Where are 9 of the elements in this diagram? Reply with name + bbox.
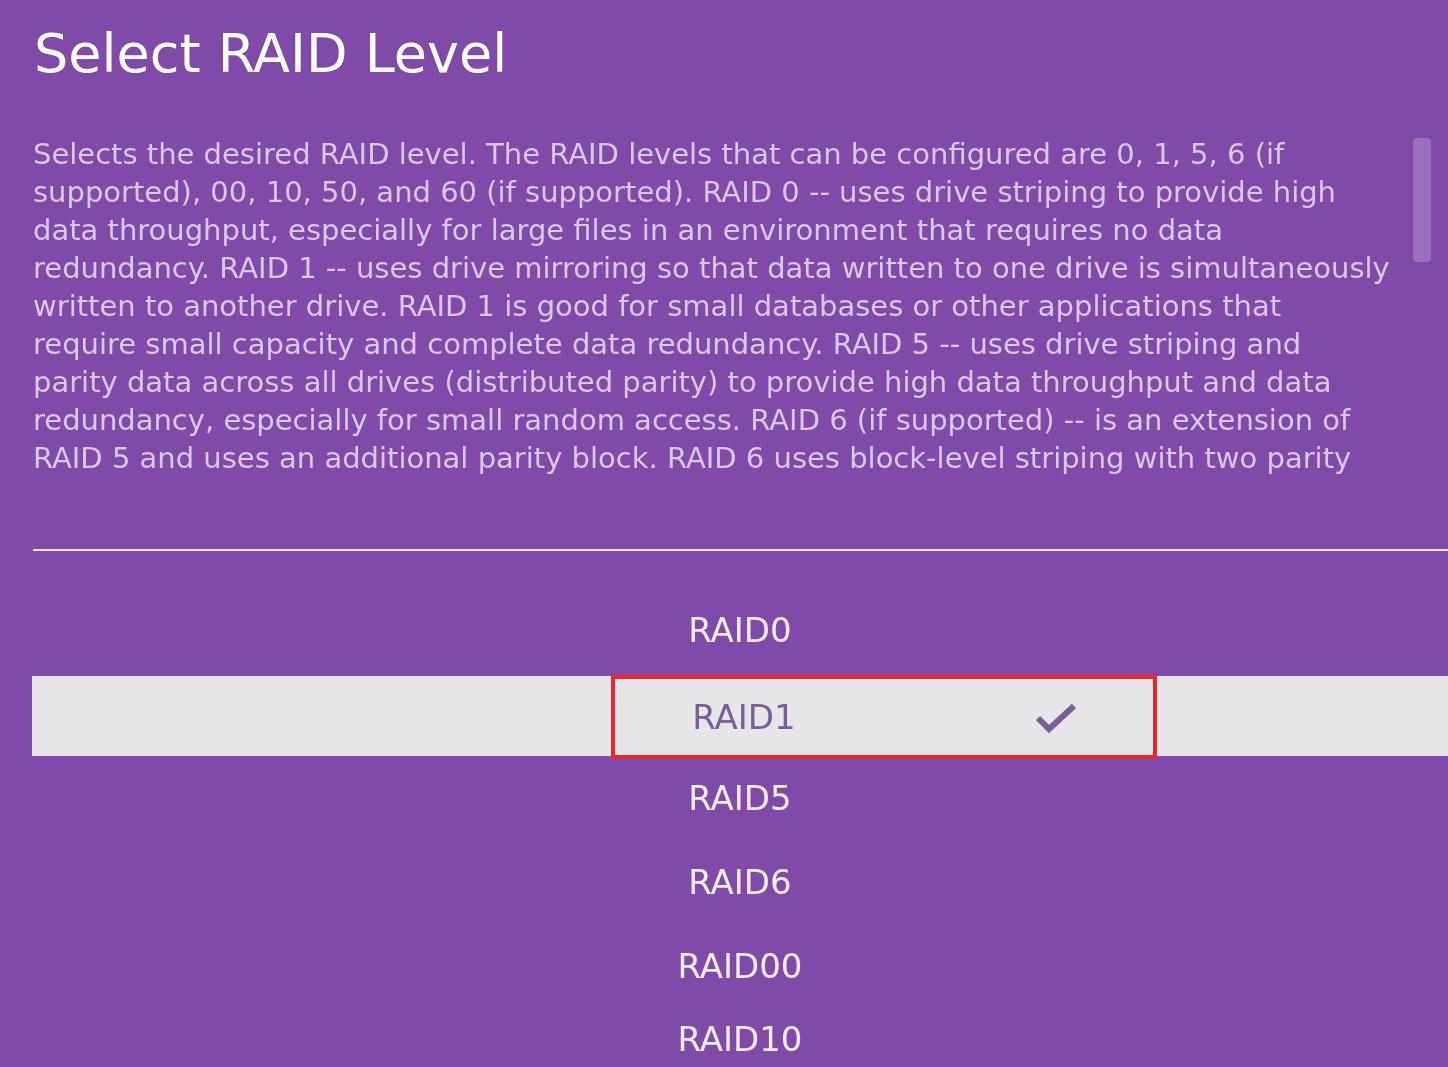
option-label: RAID0: [687, 609, 793, 652]
option-label: RAID6: [687, 861, 793, 904]
highlight-box: [611, 675, 1157, 759]
option-label: RAID00: [676, 945, 804, 988]
page-title: Select RAID Level: [34, 22, 508, 85]
description-text: Selects the desired RAID level. The RAID levels that can be configured are 0, 1, 5, 6 (if supported), 00, 10, 50, and 60 (if supported). RAID 0 -- uses drive striping to provide high data throughput, especially for large files in an environment that requires no data redundancy. RAID 1 -- uses drive mirroring so that data written to one drive is simultaneously written to another drive. RAID 1 is good for small databases or other applications that require small capacity and complete data redundancy. RAID 5 -- uses drive striping and parity data across all drives (distributed parity) to provide high data throughput and data redundancy, especially for small random access. RAID 6 (if supported) -- is an extension of RAID 5 and uses an additional parity block. RAID 6 uses block-level striping with two parity: [33, 136, 1391, 477]
option-label: RAID10: [676, 1018, 804, 1061]
option-label: RAID5: [687, 777, 793, 820]
selected-option-label: RAID1: [691, 696, 797, 739]
